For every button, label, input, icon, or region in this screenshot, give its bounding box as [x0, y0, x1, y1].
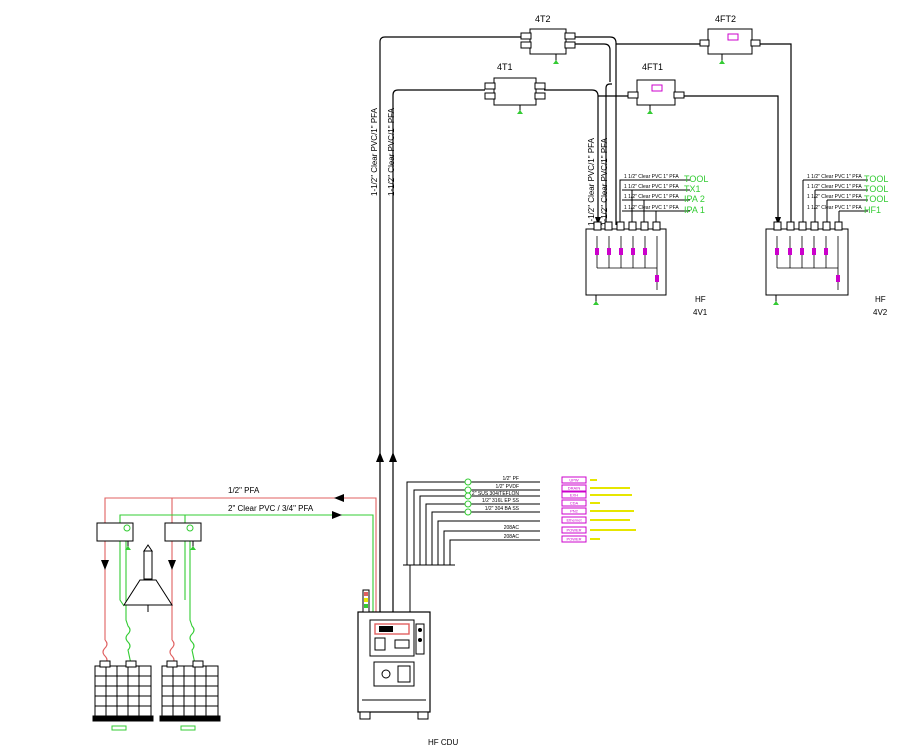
vmb2-valves [773, 221, 843, 231]
unit-4T1-label: 4T1 [497, 62, 513, 72]
vmb2-branch-3-pipe: 1 1/2" Clear PVC 1" PFA [807, 194, 862, 200]
vmb1-branch-2-tool: TX1 [684, 184, 701, 194]
utility-4-pipe: 1/2" 316L EP SS [482, 498, 520, 504]
vmb1-branch-4-pipe: 1 1/2" Clear PVC 1" PFA [624, 205, 679, 211]
unit-4FT1[interactable]: 4FT1 [627, 62, 685, 114]
vmb1-branch-1-tool: TOOL [684, 174, 708, 184]
vmb2-branch-4-tool: HF1 [864, 205, 881, 215]
filter-box-2[interactable] [164, 522, 202, 550]
utility-3-pipe: 2" SUS 304/TEFLON [472, 491, 519, 497]
left-riser-label: 1-1/2" Clear PVC/1" PFA [370, 107, 379, 196]
utility-valves [464, 478, 472, 516]
vmb2-name-line1: HF [875, 295, 886, 304]
red-line-label: 1/2" PFA [228, 486, 260, 495]
vmb1-name-line1: HF [695, 295, 706, 304]
hf-cdu-cabinet[interactable]: HF CDU [357, 589, 458, 747]
unit-4T2[interactable]: 4T2 [520, 14, 576, 64]
unit-4FT2[interactable]: 4FT2 [699, 14, 761, 64]
utility-2-pipe: 1/2" PVDF [496, 484, 519, 490]
vmb1-branch-4-tool: IPA 1 [684, 205, 705, 215]
green-line-label: 2" Clear PVC / 3/4" PFA [228, 504, 314, 513]
green-line-arrow [332, 511, 342, 519]
utility-6-tag: Ethernet [566, 518, 582, 523]
vmb1-valves [593, 221, 661, 231]
utility-1-pipe: 1/2" PF [502, 476, 519, 482]
unit-4FT2-label: 4FT2 [715, 14, 736, 24]
utility-4-tag: CDA [570, 501, 579, 506]
right-riser-label: 1-1/2" Clear PVC/1" PFA [387, 107, 396, 196]
cdu-label: HF CDU [428, 738, 458, 747]
utility-tags [561, 476, 587, 543]
utility-7-tag: POWER [566, 528, 581, 533]
red-line-arrow [334, 494, 344, 502]
drum-left[interactable] [92, 660, 154, 731]
vmb1-branch-1-pipe: 1 1/2" Clear PVC 1" PFA [624, 174, 679, 180]
utility-5-pipe: 1/2" 304 BA SS [485, 506, 520, 512]
vmb2-branch-1-pipe: 1 1/2" Clear PVC 1" PFA [807, 174, 862, 180]
utility-5-tag: PN2 [570, 509, 579, 514]
vmb-4V2[interactable]: 1 1/2" Clear PVC 1" PFA 1 1/2" Clear PVC… [765, 174, 888, 317]
utility-3-tag: EXH [570, 493, 578, 498]
utility-8-pipe: 208AC [504, 534, 520, 540]
vmb2-branch-3-tool: TOOL [864, 194, 888, 204]
utility-8-tag: POWER [566, 537, 581, 542]
green-supply-line [119, 514, 374, 665]
utility-7-pipe: 208AC [504, 525, 520, 531]
utility-1-tag: UPW [569, 478, 579, 483]
main-riser-lines [379, 36, 792, 612]
vmb1-branch-3-tool: IPA 2 [684, 194, 705, 204]
utility-labels: 1/2" PF 1/2" PVDF 2" SUS 304/TEFLON 1/2"… [472, 476, 520, 540]
unit-4FT1-label: 4FT1 [642, 62, 663, 72]
vmb1-branch-2-pipe: 1 1/2" Clear PVC 1" PFA [624, 184, 679, 190]
funnel-icon [123, 544, 173, 612]
filter-box-1[interactable] [96, 522, 134, 550]
unit-4T2-label: 4T2 [535, 14, 551, 24]
utility-tag-labels: UPW DRAIN EXH CDA PN2 Ethernet POWER POW… [566, 478, 582, 542]
utility-2-tag: DRAIN [568, 486, 581, 491]
riser-arrows [376, 217, 781, 462]
vmb-4V1[interactable]: 1-1/2" Clear PVC/1" PFA 1-1/2" Clear PVC… [585, 137, 708, 317]
vmb2-branch-2-tool: TOOL [864, 184, 888, 194]
unit-4T1[interactable]: 4T1 [484, 62, 546, 114]
drum-right[interactable] [159, 660, 221, 731]
utility-descriptions [590, 479, 636, 540]
vmb1-pipe-label-1: 1-1/2" Clear PVC/1" PFA [587, 137, 596, 226]
vmb1-branch-3-pipe: 1 1/2" Clear PVC 1" PFA [624, 194, 679, 200]
vmb2-branch-4-pipe: 1 1/2" Clear PVC 1" PFA [807, 205, 862, 211]
vmb1-pipe-label-2: 1-1/2" Clear PVC/1" PFA [600, 137, 609, 226]
vmb2-name-line2: 4V2 [873, 308, 888, 317]
vmb1-name-line2: 4V1 [693, 308, 708, 317]
vmb2-branch-1-tool: TOOL [864, 174, 888, 184]
vmb2-branch-2-pipe: 1 1/2" Clear PVC 1" PFA [807, 184, 862, 190]
utility-lines [403, 481, 540, 612]
